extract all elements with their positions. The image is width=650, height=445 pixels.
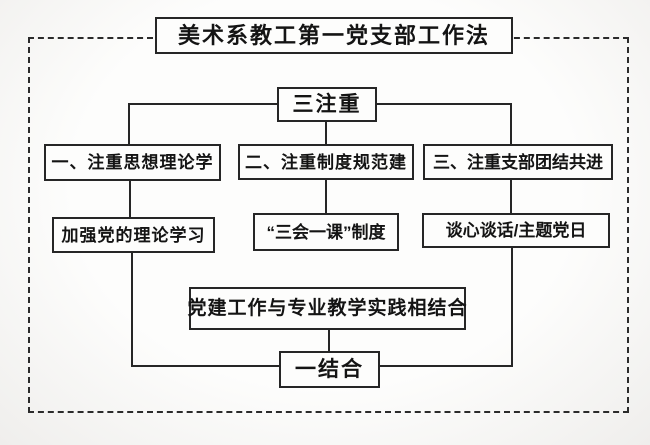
node-detail-1: 加强党的理论学习 bbox=[52, 217, 215, 253]
node-diagram-title: 美术系教工第一党支部工作法 bbox=[155, 17, 513, 54]
connector-detail1-to-bottom-horizontal bbox=[131, 365, 281, 367]
connector-root-to-branch3-vertical bbox=[510, 103, 512, 145]
connector-branch1-to-detail1 bbox=[129, 179, 131, 219]
node-three-emphases: 三注重 bbox=[277, 87, 377, 122]
connector-detail1-to-bottom-vertical bbox=[131, 250, 133, 367]
connector-detail3-to-bottom-horizontal bbox=[379, 365, 513, 367]
node-branch-3: 三、注重支部团结共进 bbox=[423, 144, 613, 180]
node-one-combination: 一结合 bbox=[279, 351, 380, 388]
connector-branch3-to-detail3 bbox=[510, 179, 512, 216]
connector-root-to-branch2-vertical bbox=[325, 120, 327, 145]
connector-root-to-branch1-vertical bbox=[128, 103, 130, 145]
node-integration: 党建工作与专业教学实践相结合 bbox=[188, 287, 467, 330]
connector-branch2-to-detail2 bbox=[325, 179, 327, 215]
connector-detail3-to-bottom-vertical bbox=[511, 246, 513, 367]
node-branch-1: 一、注重思想理论学 bbox=[44, 144, 221, 181]
connector-root-to-branch3-horizontal bbox=[376, 103, 512, 105]
node-detail-3: 谈心谈话/主题党日 bbox=[422, 213, 610, 248]
node-detail-2: “三会一课”制度 bbox=[253, 213, 399, 251]
node-branch-2: 二、注重制度规范建 bbox=[238, 144, 414, 180]
connector-integration-to-bottom bbox=[328, 329, 330, 353]
connector-root-to-branch1-horizontal bbox=[128, 103, 278, 105]
